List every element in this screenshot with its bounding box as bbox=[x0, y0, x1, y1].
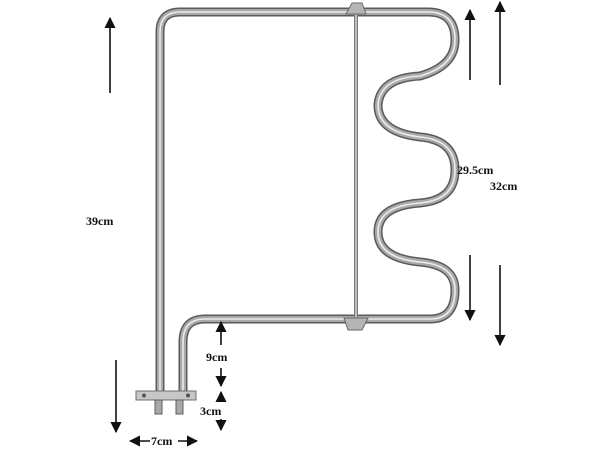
label-terminal-length: 3cm bbox=[200, 404, 222, 418]
label-total-height: 39cm bbox=[86, 214, 114, 228]
terminal-left bbox=[154, 399, 163, 415]
dimension-arrows bbox=[104, 0, 506, 447]
terminal-right bbox=[175, 399, 184, 415]
label-inner-height: 29.5cm bbox=[457, 163, 494, 177]
heating-element-tube bbox=[155, 7, 460, 400]
top-clip bbox=[345, 2, 367, 15]
mounting-plate bbox=[135, 390, 197, 415]
tube-highlight bbox=[159, 11, 456, 396]
label-terminal-rise: 9cm bbox=[206, 350, 228, 364]
bottom-clip bbox=[343, 317, 369, 331]
label-outer-height: 32cm bbox=[490, 179, 518, 193]
label-terminal-spacing: 7cm bbox=[151, 434, 173, 448]
support-bracket bbox=[343, 2, 369, 331]
